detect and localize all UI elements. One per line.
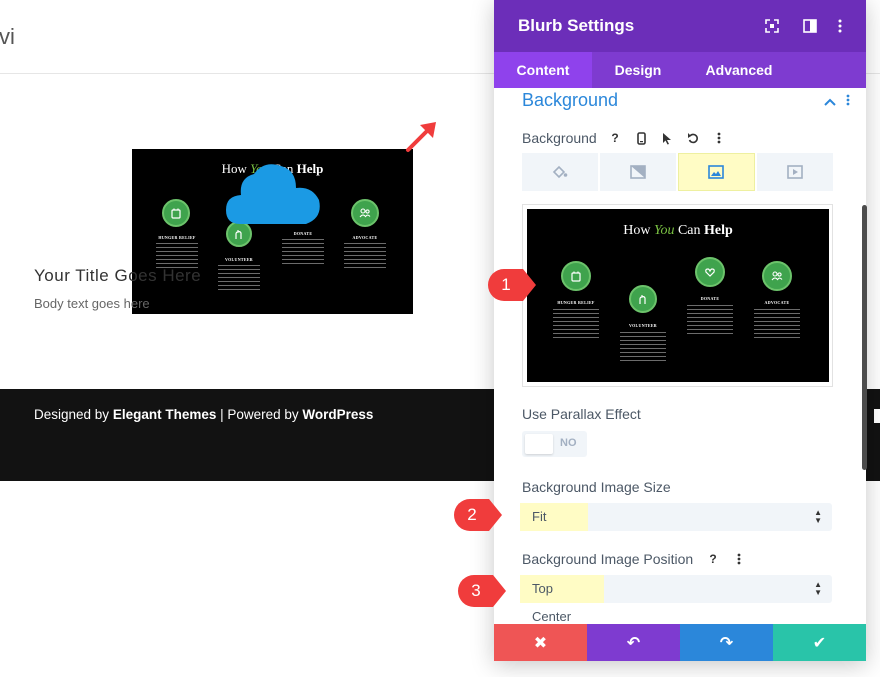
blurb-settings-panel: Blurb Settings Content Design Advanced B…: [494, 0, 866, 661]
parallax-label: Use Parallax Effect: [522, 406, 641, 422]
footer-edge-glyph: [874, 409, 880, 423]
volunteer-icon: [629, 285, 657, 313]
undo-button[interactable]: ↶: [587, 624, 680, 661]
split-view-icon[interactable]: [800, 16, 820, 36]
blurb-body: Body text goes here: [34, 296, 150, 311]
callout-number: 3: [471, 581, 481, 600]
artwork-item-label: HUNGER RELIEF: [557, 300, 595, 305]
artwork-item-label: ADVOCATE: [764, 300, 790, 305]
section-tools: [824, 94, 850, 109]
footer-credits: Designed by Elegant Themes | Powered by …: [34, 407, 374, 422]
background-image-tab[interactable]: [677, 153, 756, 191]
redo-button[interactable]: ↷: [680, 624, 773, 661]
parallax-toggle[interactable]: NO: [522, 431, 587, 457]
image-position-value: Top Center: [520, 575, 604, 624]
pointer-arrow-icon: [406, 122, 436, 152]
panel-body: Background Background ?: [494, 88, 866, 624]
select-caret-icon: ▲▼: [814, 580, 822, 597]
background-gradient-tab[interactable]: [599, 153, 676, 191]
footer-theme-link[interactable]: Elegant Themes: [112, 407, 217, 422]
cloud-icon: [226, 164, 320, 224]
blurb-title: Your Title Goes Here: [34, 266, 202, 285]
background-label-tools: ?: [606, 129, 728, 147]
more-options-icon[interactable]: [830, 16, 850, 36]
artwork-item-label: VOLUNTEER: [629, 323, 657, 328]
artwork-item-label: VOLUNTEER: [225, 257, 253, 262]
save-button[interactable]: ✔: [773, 624, 866, 661]
site-logo[interactable]: vi: [0, 24, 15, 49]
hunger-relief-icon: [162, 199, 190, 227]
cancel-button[interactable]: ✖: [494, 624, 587, 661]
background-color-tab[interactable]: [522, 153, 598, 191]
image-size-select[interactable]: Fit ▲▼: [520, 503, 832, 531]
advocate-icon: [351, 199, 379, 227]
background-label: Background: [522, 130, 597, 146]
tab-advanced[interactable]: Advanced: [705, 62, 773, 78]
cursor-icon[interactable]: [658, 129, 676, 147]
image-position-tools: ?: [704, 550, 748, 568]
callout-number: 1: [501, 275, 511, 294]
hunger-relief-icon: [561, 261, 591, 291]
panel-title: Blurb Settings: [518, 16, 635, 35]
background-type-tabs: [522, 153, 833, 191]
phone-icon[interactable]: [632, 129, 650, 147]
artwork-item-text: [282, 239, 324, 265]
help-icon[interactable]: ?: [606, 129, 624, 147]
background-image-preview[interactable]: How You Can Help HUNGER RELIEF VOLUNTEER: [522, 204, 833, 387]
image-size-value: Fit: [520, 503, 588, 531]
image-size-label: Background Image Size: [522, 479, 671, 495]
callout-badge: 1: [487, 268, 537, 302]
artwork-item-label: DONATE: [293, 231, 313, 236]
tab-design[interactable]: Design: [614, 62, 662, 78]
artwork-item-text: [344, 243, 386, 269]
artwork-item-label: ADVOCATE: [352, 235, 378, 240]
artwork-item-text: [687, 305, 733, 335]
donate-icon: [695, 257, 725, 287]
help-icon[interactable]: ?: [704, 550, 722, 568]
panel-header: Blurb Settings: [494, 0, 866, 52]
callout-badge: 2: [453, 498, 503, 532]
panel-tabs: Content Design Advanced: [494, 52, 866, 88]
callout-badge: 3: [457, 574, 507, 608]
section-title-background[interactable]: Background: [522, 90, 619, 110]
artwork-item-text: [620, 332, 666, 362]
preview-artwork-title: How You Can Help: [623, 223, 733, 238]
section-more-icon[interactable]: [846, 94, 850, 109]
toggle-knob: [525, 434, 553, 454]
advocate-icon: [762, 261, 792, 291]
panel-actions: ✖ ↶ ↷ ✔: [494, 624, 866, 661]
callout-number: 2: [467, 505, 477, 524]
undo-icon[interactable]: [684, 129, 702, 147]
image-position-label: Background Image Position: [522, 551, 694, 567]
preview-artwork: How You Can Help HUNGER RELIEF VOLUNTEER: [527, 209, 829, 382]
select-caret-icon: ▲▼: [814, 508, 822, 525]
artwork-item-text: [754, 309, 800, 339]
artwork-item-label: HUNGER RELIEF: [158, 235, 196, 240]
field-more-icon[interactable]: [730, 550, 748, 568]
artwork-item-label: DONATE: [700, 296, 720, 301]
field-more-icon[interactable]: [710, 129, 728, 147]
artwork-item-text: [553, 309, 599, 339]
chevron-up-icon[interactable]: [824, 94, 836, 109]
image-position-select[interactable]: Top Center ▲▼: [520, 575, 832, 624]
footer-platform-link[interactable]: WordPress: [302, 407, 374, 422]
expand-icon[interactable]: [762, 16, 782, 36]
tab-content[interactable]: Content: [494, 52, 592, 88]
artwork-item-text: [218, 265, 260, 291]
background-video-tab[interactable]: [757, 153, 833, 191]
artwork-item-text: [156, 243, 198, 269]
toggle-state: NO: [560, 437, 577, 449]
panel-scrollbar[interactable]: [862, 205, 867, 470]
